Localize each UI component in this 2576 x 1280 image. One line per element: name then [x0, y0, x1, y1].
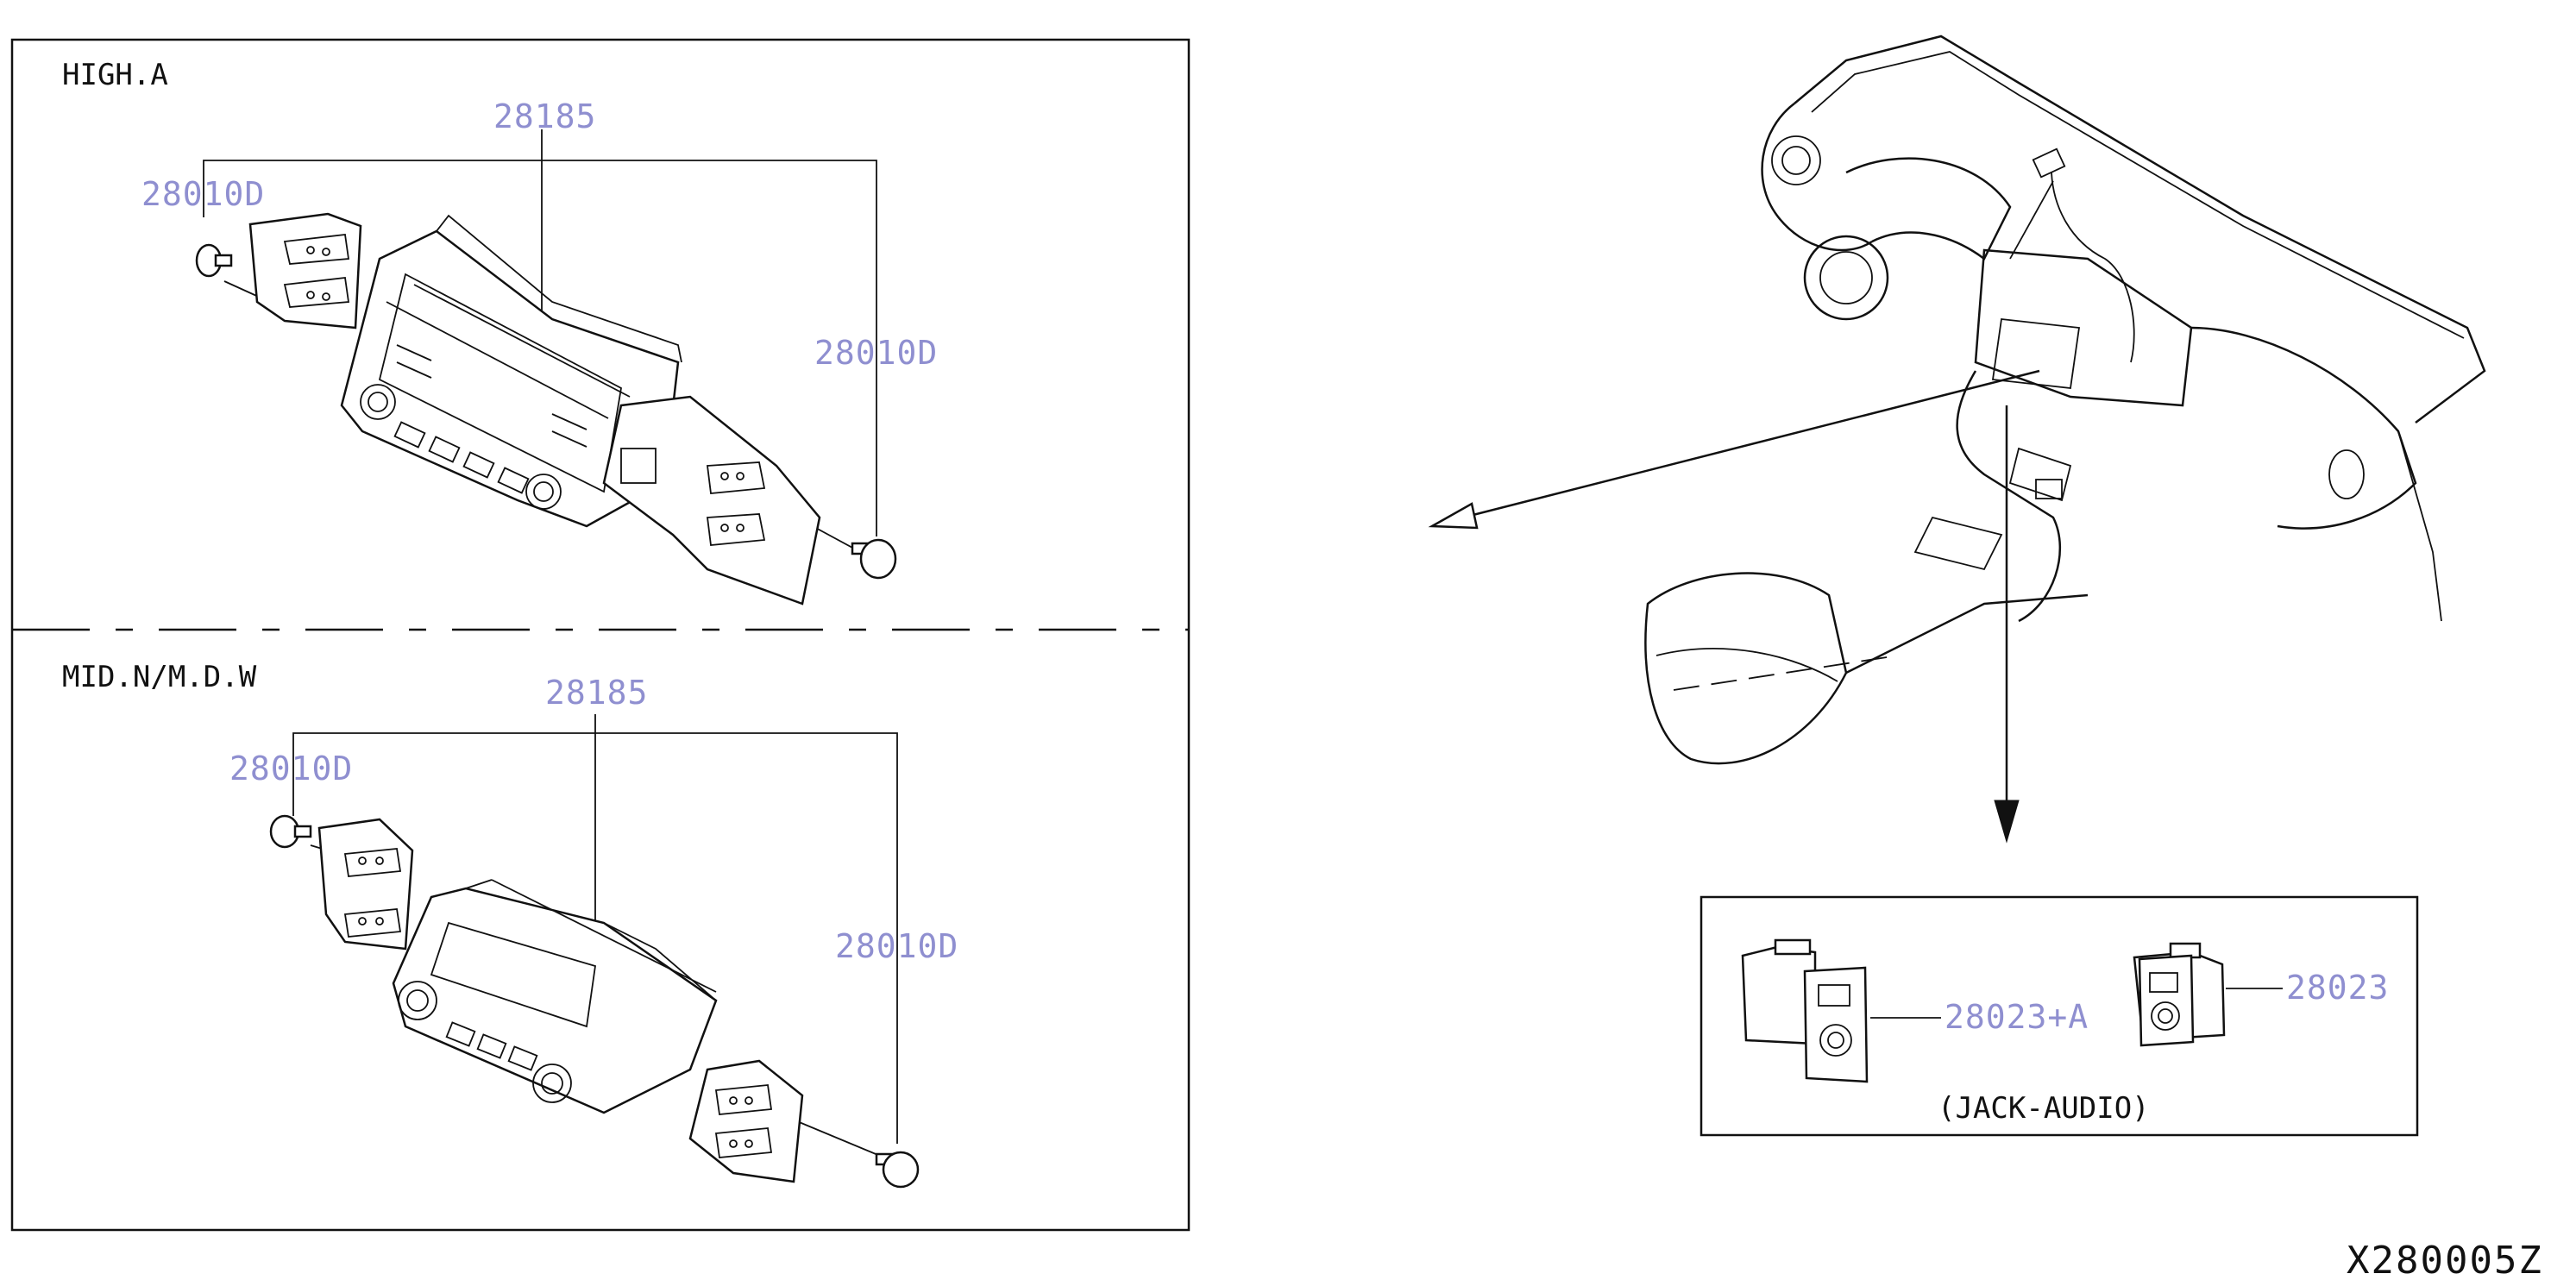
- high-left-screw: [195, 243, 233, 278]
- jack-audio-inset: 28023+A 28023 (JACK-AUDIO): [1700, 895, 2419, 1137]
- high-right-screw: [851, 538, 897, 580]
- mid-variant: MID.N/M.D.W 28185 28010D 28010D: [62, 660, 958, 1189]
- arrow-to-head-unit: [1448, 369, 2040, 523]
- high-variant-label: HIGH.A: [62, 58, 168, 92]
- mid-head-unit: [392, 879, 718, 1114]
- jack-right-assembly: [2133, 942, 2283, 1047]
- diagram-reference-code: X280005Z: [2347, 1239, 2543, 1280]
- high-left-bracket: [248, 212, 362, 329]
- variants-frame: [10, 38, 1191, 1232]
- jack-right-part-number: 28023: [2286, 969, 2389, 1007]
- mid-left-screw: [269, 814, 312, 849]
- mid-left-bracket: [317, 818, 414, 951]
- jack-left-assembly: [1741, 938, 1941, 1083]
- high-right-bracket-part-number: 28010D: [814, 334, 938, 372]
- high-variant: HIGH.A 28185 28010D 28010D: [62, 58, 938, 605]
- high-left-bracket-part-number: 28010D: [141, 175, 265, 213]
- mid-right-bracket: [688, 1059, 804, 1183]
- dash-screen: [1991, 318, 2081, 389]
- high-unit-part-number: 28185: [493, 97, 596, 135]
- dashboard-illustration: [1428, 35, 2486, 844]
- mid-left-bracket-part-number: 28010D: [229, 750, 353, 787]
- high-right-bracket: [602, 395, 821, 605]
- mid-unit-part-number: 28185: [545, 674, 648, 712]
- high-head-unit: [340, 214, 682, 528]
- mid-right-bracket-part-number: 28010D: [835, 927, 958, 965]
- mid-variant-label: MID.N/M.D.W: [62, 660, 257, 694]
- jack-audio-caption: (JACK-AUDIO): [1938, 1091, 2150, 1126]
- jack-left-part-number: 28023+A: [1945, 998, 2089, 1036]
- mid-right-screw: [875, 1151, 920, 1189]
